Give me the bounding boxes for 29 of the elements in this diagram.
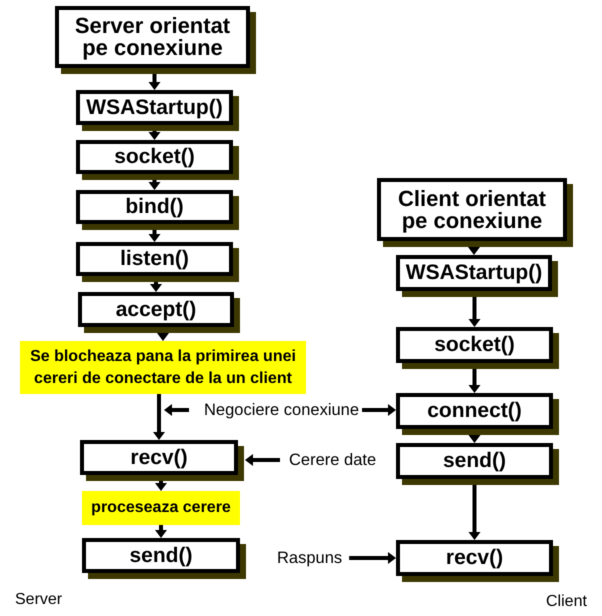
message-label: Negociere conexiune — [204, 400, 360, 420]
function-name: connect() — [427, 400, 522, 422]
arrow — [155, 525, 167, 538]
function-name: WSAStartup() — [86, 96, 223, 118]
function-name: recv() — [446, 547, 504, 569]
function-name: recv() — [130, 446, 188, 468]
arrow — [164, 404, 189, 416]
note-text: Se blocheaza pana la primirea unei cereri de conectare de la un client — [29, 346, 297, 388]
function-name: bind() — [125, 196, 184, 218]
arrow — [245, 454, 280, 466]
note-box — [20, 341, 306, 394]
function-name: send() — [443, 450, 506, 472]
message-label: Raspuns — [277, 548, 342, 568]
side-label: Server — [15, 590, 62, 610]
note-box — [82, 491, 240, 525]
function-name: listen() — [120, 248, 189, 270]
function-name: socket() — [114, 146, 195, 168]
arrow — [153, 394, 165, 440]
function-name: socket() — [434, 334, 515, 356]
function-name: accept() — [116, 298, 196, 320]
side-label: Client — [546, 592, 587, 612]
column-title: Server orientat pe conexiune — [74, 15, 232, 59]
message-label: Cerere date — [289, 450, 376, 470]
column-title: Client orientat pe conexiune — [397, 188, 547, 232]
function-name: WSAStartup() — [406, 262, 542, 284]
note-text: proceseaza cerere — [91, 498, 231, 518]
arrow — [349, 552, 396, 564]
function-name: send() — [130, 544, 192, 566]
arrow — [362, 404, 396, 416]
